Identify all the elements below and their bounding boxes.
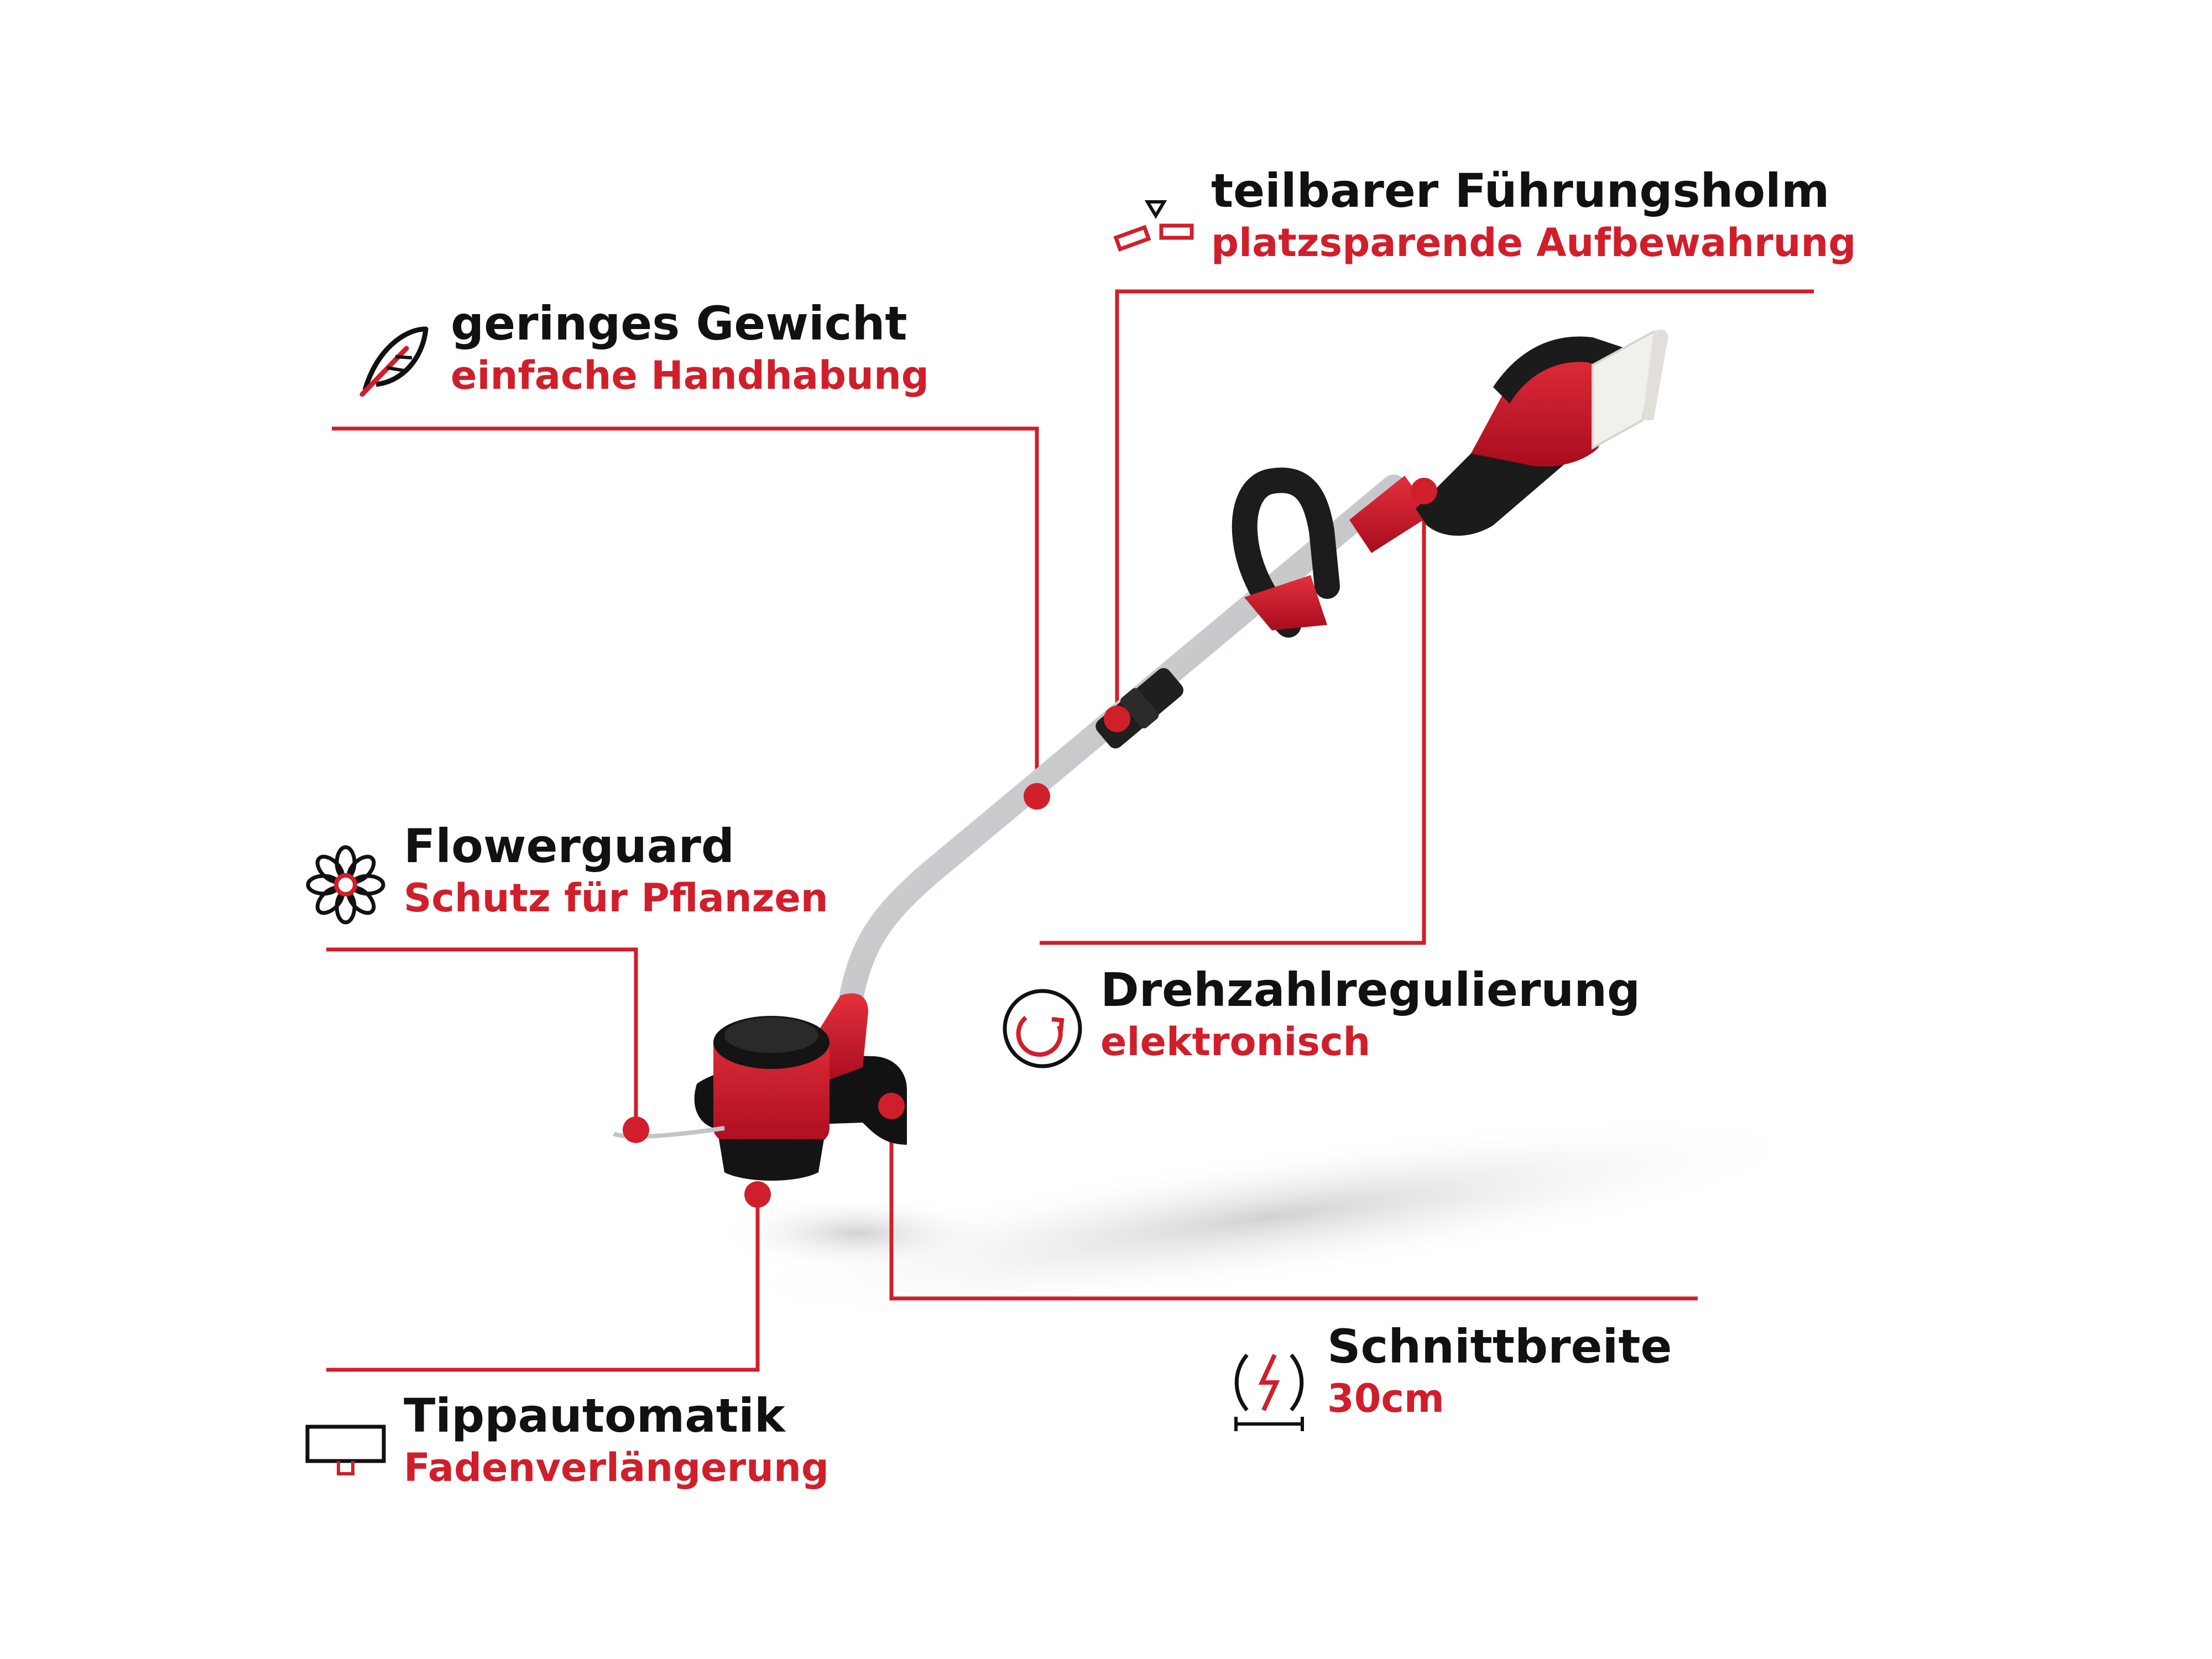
feature-subtitle: Fadenverlängerung — [404, 1445, 829, 1490]
flowerguard-wire — [613, 1126, 725, 1139]
feature-tip: Tippautomatik Fadenverlängerung — [404, 1388, 829, 1492]
feature-subtitle: einfache Handhabung — [451, 353, 929, 398]
callout-line-shaft — [1115, 289, 1814, 719]
feature-shaft: teilbarer Führungsholm platzsparende Auf… — [1211, 163, 1856, 267]
flower-icon — [306, 845, 385, 925]
callout-dot-speed — [1411, 478, 1437, 504]
floor-shadow-head — [713, 1194, 1001, 1272]
callout-dot-tip — [744, 1181, 771, 1208]
rotation-arrow-icon — [1003, 989, 1082, 1068]
feature-subtitle: 30cm — [1327, 1376, 1444, 1421]
cutting-width-icon — [1234, 1353, 1304, 1431]
feather-icon — [359, 326, 429, 397]
feature-title: geringes Gewicht — [451, 296, 907, 351]
feature-weight: geringes Gewicht einfache Handhabung — [451, 296, 929, 400]
feature-title: Flowerguard — [404, 819, 735, 873]
callout-line-weight — [332, 426, 1039, 796]
callout-line-width — [889, 1106, 1698, 1301]
feature-title: Schnittbreite — [1327, 1319, 1672, 1374]
shaft-coupling — [1095, 668, 1183, 749]
feature-subtitle: elektronisch — [1100, 1019, 1371, 1065]
feature-title: Tippautomatik — [404, 1389, 785, 1443]
line-spool — [719, 1139, 824, 1181]
callout-dot-width — [878, 1093, 905, 1119]
trimmer-shaft — [839, 474, 1406, 1008]
callout-lines — [326, 289, 1814, 1372]
split-shaft-icon — [1113, 200, 1194, 252]
feature-subtitle: Schutz für Pflanzen — [404, 875, 828, 921]
battery-slot-front — [1642, 330, 1668, 420]
feature-subtitle: platzsparende Aufbewahrung — [1211, 220, 1856, 265]
feature-speed: Drehzahlregulierung elektronisch — [1100, 962, 1640, 1066]
feature-title: Drehzahlregulierung — [1100, 963, 1641, 1017]
handle-clamp — [1244, 575, 1327, 630]
callout-line-flowerguard — [326, 947, 638, 1130]
feature-flowerguard: Flowerguard Schutz für Pflanzen — [404, 818, 828, 922]
callout-line-tip — [326, 1194, 760, 1372]
trimmer-illustration — [613, 330, 1668, 1181]
feature-title: teilbarer Führungsholm — [1211, 164, 1830, 218]
feature-width: Schnittbreite 30cm — [1327, 1319, 1672, 1423]
housing-top — [1493, 336, 1642, 404]
callout-dot-flowerguard — [623, 1117, 649, 1143]
motor-cap-top — [724, 1018, 818, 1053]
callout-dot-shaft — [1104, 706, 1130, 732]
tip-automatic-icon — [305, 1425, 386, 1475]
callout-dot-weight — [1024, 783, 1050, 810]
callout-line-speed — [1040, 491, 1426, 945]
callout-dots — [623, 478, 1437, 1208]
floor-shadow — [724, 1115, 1820, 1318]
auxiliary-handle — [1232, 467, 1340, 638]
